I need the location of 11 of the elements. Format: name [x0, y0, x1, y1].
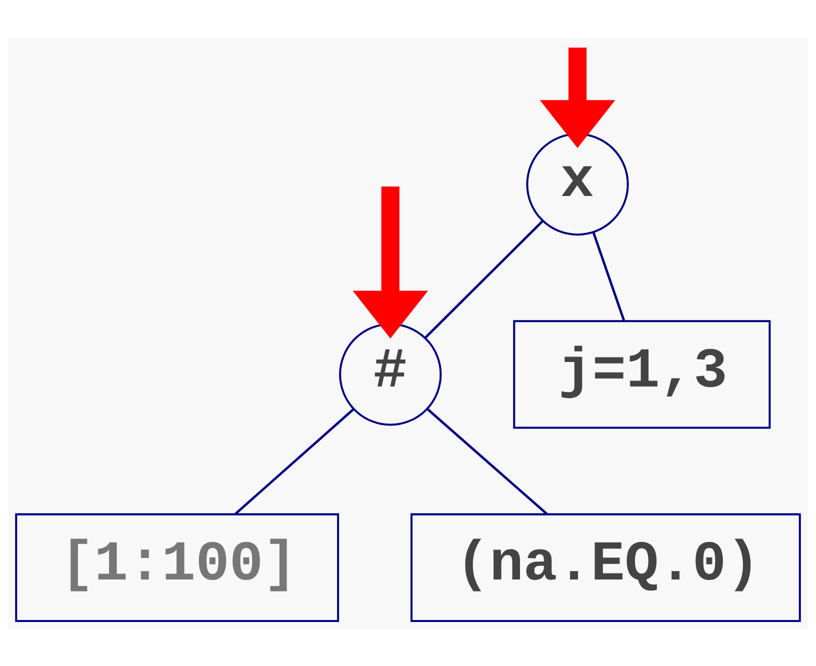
- node-box: j=1,3: [513, 320, 771, 428]
- connector: [427, 408, 548, 514]
- node-box: [1:100]: [15, 512, 340, 622]
- connector: [424, 220, 544, 338]
- arrow: [540, 47, 616, 148]
- connector: [234, 408, 354, 514]
- node-circle: x: [526, 132, 629, 236]
- node-box: (na.EQ.0): [410, 512, 801, 622]
- node-circle: #: [339, 322, 442, 426]
- arrow: [352, 186, 428, 338]
- connector: [592, 231, 626, 321]
